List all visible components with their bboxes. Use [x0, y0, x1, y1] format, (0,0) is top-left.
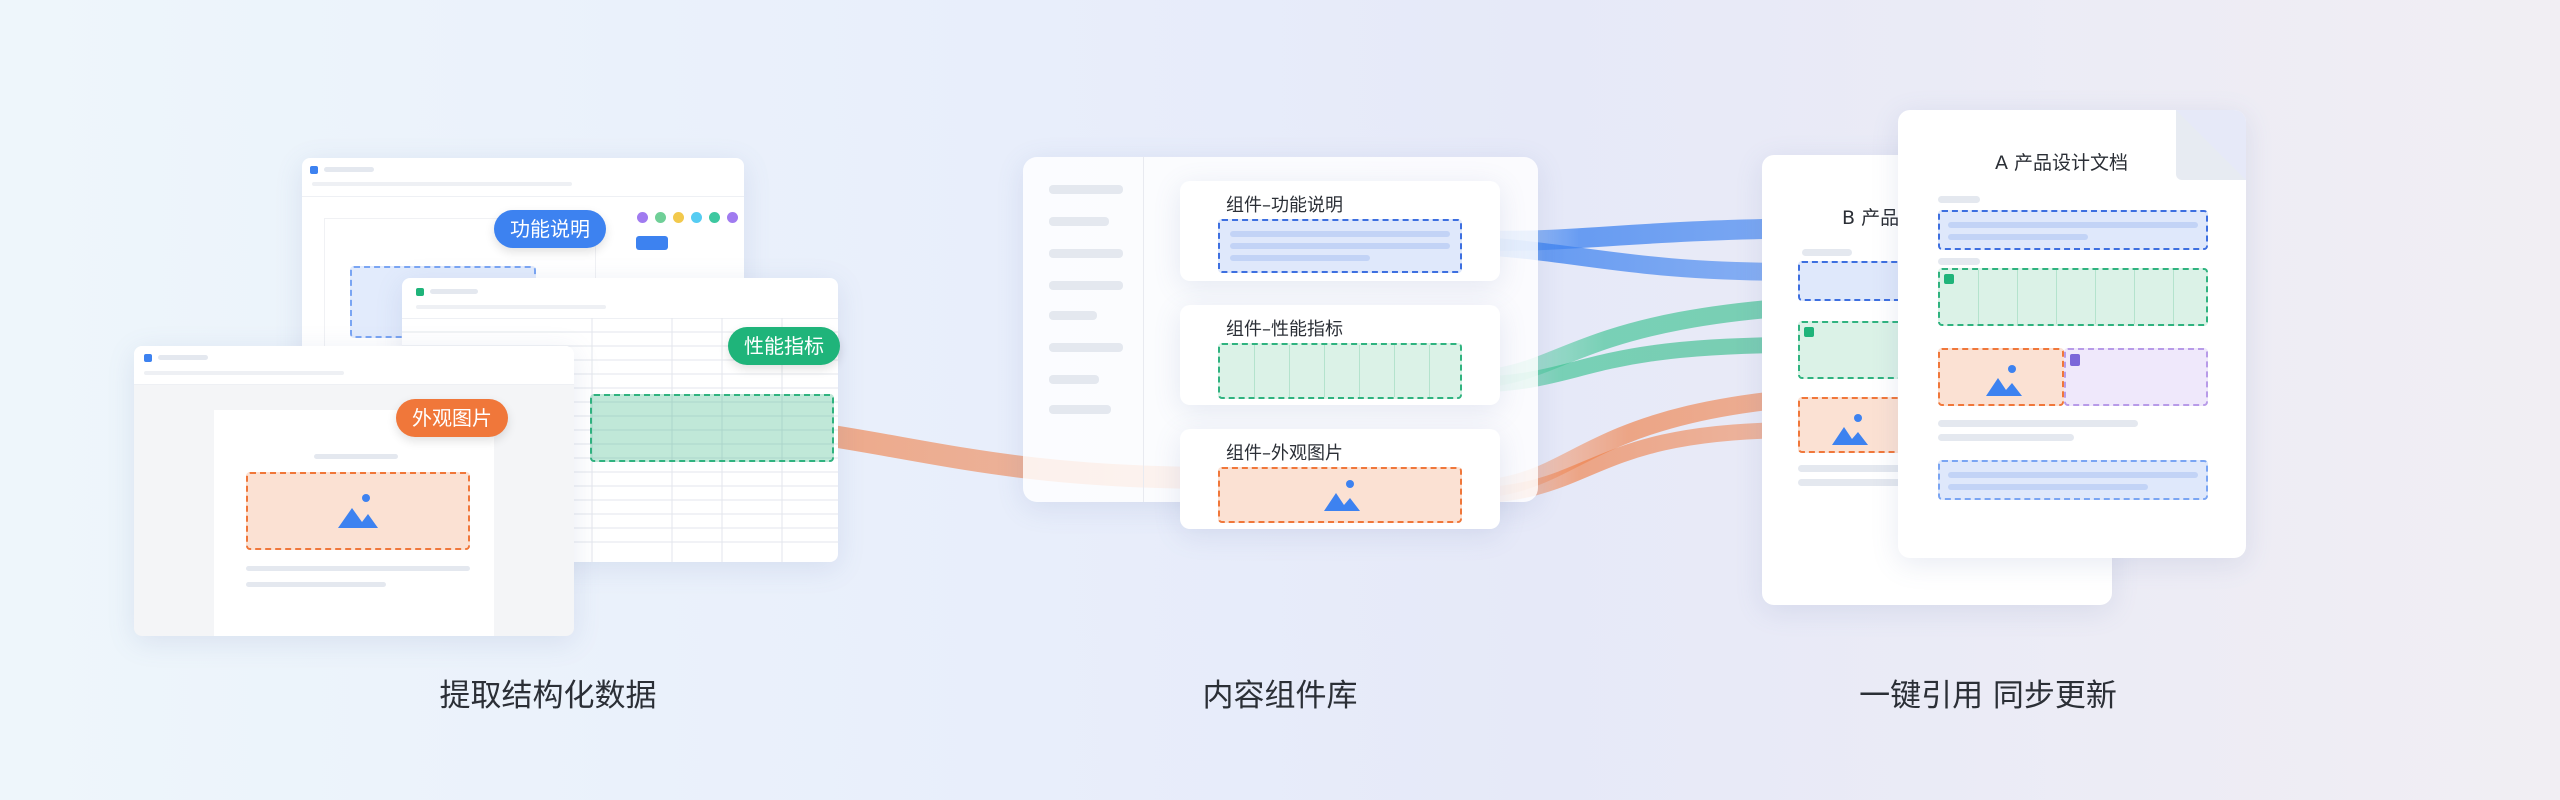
tag-function: 功能说明: [494, 210, 606, 248]
image-placeholder-icon: [338, 494, 378, 528]
performance-highlight: [590, 394, 834, 462]
source-window-front: [134, 346, 574, 636]
image-placeholder-icon: [1986, 365, 2022, 396]
window-titlebar: [302, 158, 744, 197]
tag-performance: 性能指标: [728, 327, 840, 365]
library-sidebar: [1023, 157, 1144, 502]
color-swatches: [637, 208, 739, 227]
document-b-title: B 产品: [1842, 207, 1900, 229]
library-card-appearance-title: 组件–外观图片: [1226, 443, 1343, 464]
doc-app-icon: [144, 354, 152, 362]
caption-reference: 一键引用 同步更新: [1859, 678, 2117, 714]
file-icon: [2070, 354, 2080, 366]
image-placeholder-icon: [1832, 414, 1868, 445]
swatch-button: [636, 236, 668, 250]
document-a: A 产品设计文档: [1898, 110, 2246, 558]
doc-a-function-block: [1938, 210, 2208, 250]
caption-extract: 提取结构化数据: [439, 678, 657, 714]
window-titlebar: [134, 346, 574, 385]
library-card-performance[interactable]: 组件–性能指标: [1180, 305, 1500, 405]
tag-appearance: 外观图片: [396, 399, 508, 437]
app-icon: [310, 166, 318, 174]
doc-a-performance-block: [1938, 268, 2208, 326]
library-card-performance-title: 组件–性能指标: [1226, 319, 1343, 340]
library-card-appearance[interactable]: 组件–外观图片: [1180, 429, 1500, 529]
performance-block: [1218, 343, 1462, 399]
caption-library: 内容组件库: [1202, 678, 1358, 714]
folded-corner: [2176, 110, 2246, 180]
sheet-app-icon: [416, 288, 424, 296]
function-block: [1218, 219, 1462, 273]
doc-a-bottom-block: [1938, 460, 2208, 500]
appearance-highlight: [246, 472, 470, 550]
library-card-function[interactable]: 组件–功能说明: [1180, 181, 1500, 281]
appearance-block: [1218, 467, 1462, 523]
document-a-title: A 产品设计文档: [1995, 152, 2129, 174]
library-card-function-title: 组件–功能说明: [1226, 195, 1343, 216]
window-titlebar: [402, 278, 838, 319]
doc-a-appearance-block: [1938, 348, 2064, 406]
doc-a-extra-block: [2064, 348, 2208, 406]
image-placeholder-icon: [1324, 480, 1360, 511]
sheet-icon: [1804, 327, 1814, 337]
